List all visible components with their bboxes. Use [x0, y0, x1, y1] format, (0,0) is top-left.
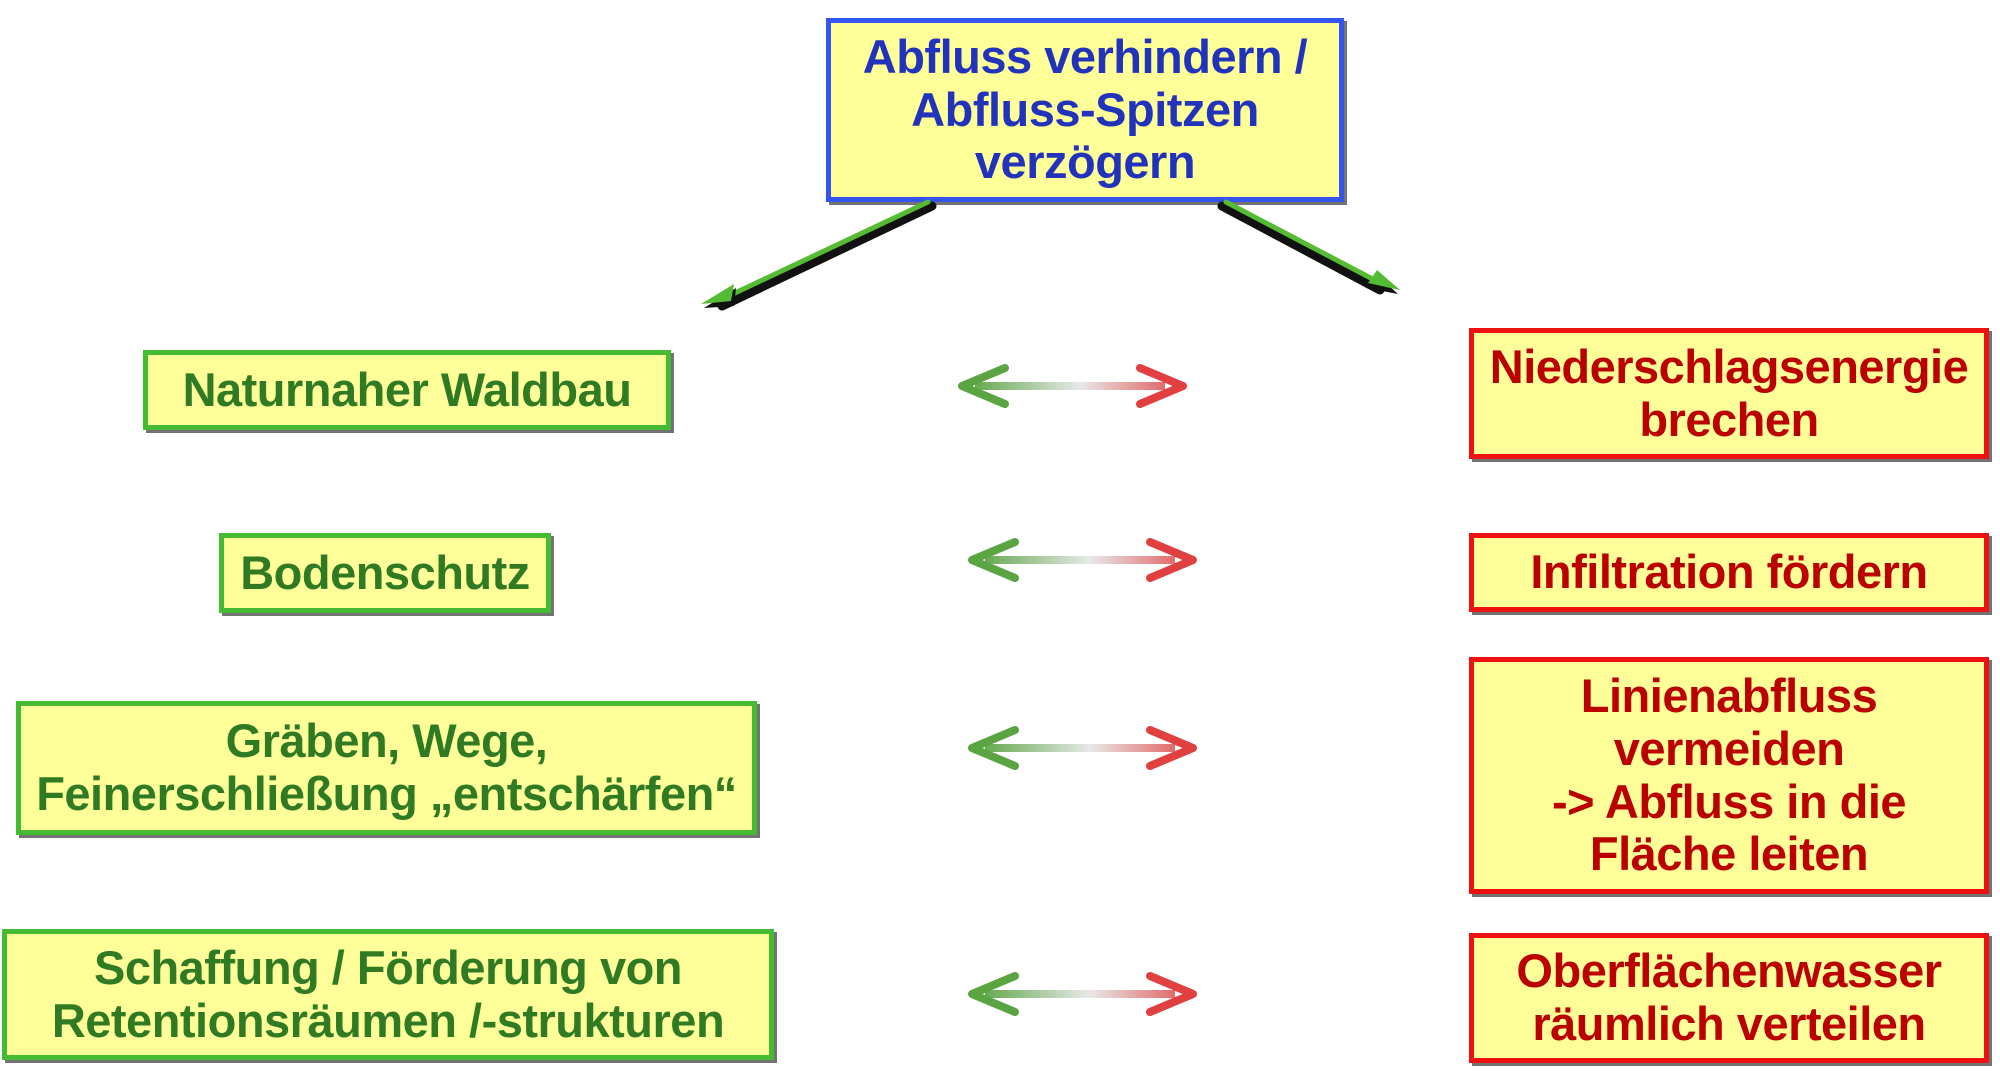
double-arrow — [968, 538, 1197, 582]
effect-text: Oberflächenwasser räumlich verteilen — [1516, 944, 1942, 1050]
measure-box-ditches: Gräben, Wege, Feinerschließung „entschär… — [16, 701, 757, 835]
double-arrow — [968, 972, 1197, 1016]
arrow-to-right — [1217, 199, 1400, 295]
measure-text: Bodenschutz — [240, 545, 530, 599]
effect-text: Linienabfluss vermeiden -> Abfluss in di… — [1551, 669, 1907, 881]
measure-box-retention: Schaffung / Förderung von Retentionsräum… — [2, 929, 774, 1060]
measure-text: Gräben, Wege, Feinerschließung „entschär… — [36, 714, 737, 820]
measure-text: Schaffung / Förderung von Retentionsräum… — [51, 940, 725, 1047]
goal-box: Abfluss verhindern / Abfluss-Spitzen ver… — [826, 18, 1344, 202]
effect-box-line-runoff: Linienabfluss vermeiden -> Abfluss in di… — [1469, 657, 1989, 894]
goal-text: Abfluss verhindern / Abfluss-Spitzen ver… — [862, 30, 1308, 189]
effect-box-surface-water: Oberflächenwasser räumlich verteilen — [1469, 933, 1989, 1063]
arrow-to-left — [701, 199, 937, 311]
double-arrow — [968, 726, 1197, 770]
double-arrow — [958, 364, 1187, 408]
measure-box-soil: Bodenschutz — [219, 533, 551, 613]
measure-text: Naturnaher Waldbau — [182, 362, 632, 416]
measure-box-forest: Naturnaher Waldbau — [143, 350, 671, 430]
effect-text: Niederschlagsenergie brechen — [1489, 339, 1969, 446]
effect-box-energy: Niederschlagsenergie brechen — [1469, 328, 1989, 459]
effect-box-infiltration: Infiltration fördern — [1469, 533, 1989, 612]
effect-text: Infiltration fördern — [1530, 545, 1928, 599]
